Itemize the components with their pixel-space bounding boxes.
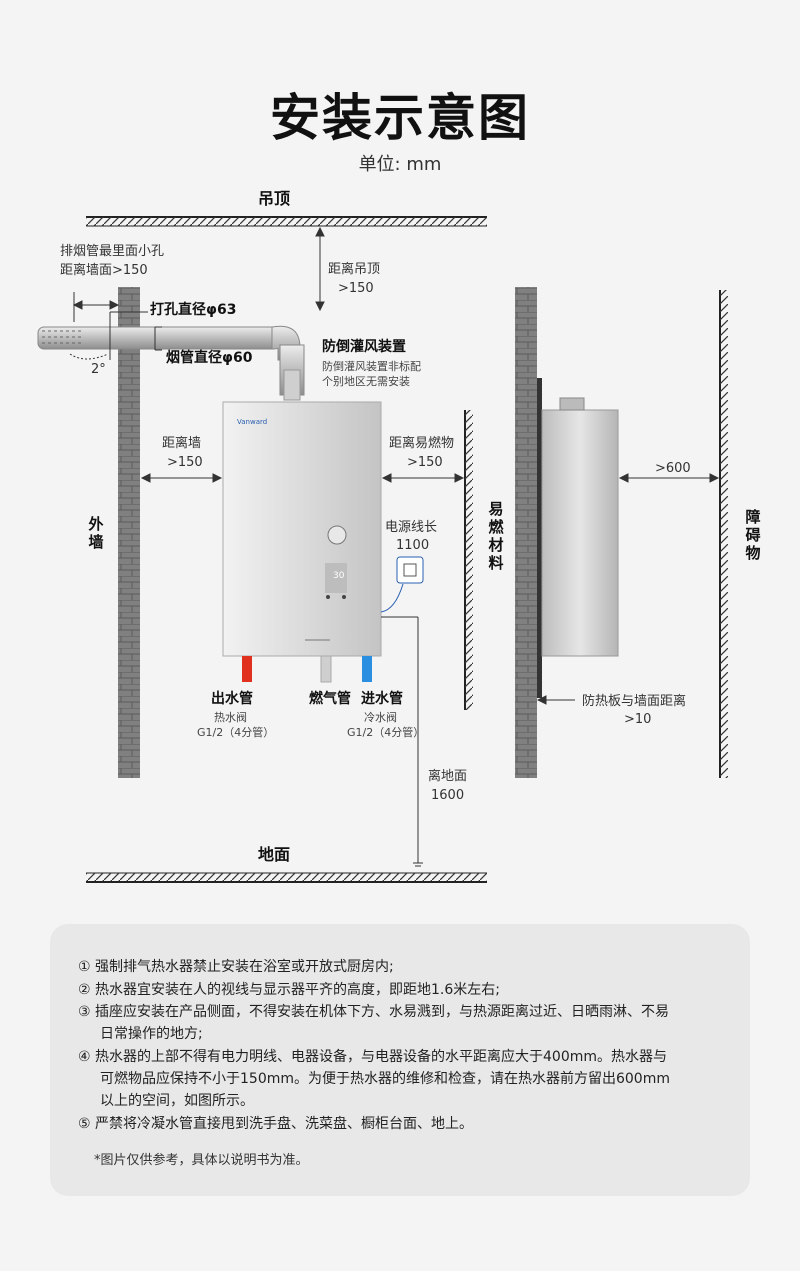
- dimension-lines: [72, 226, 720, 705]
- combustible-wall: [464, 410, 473, 710]
- pipe-diameter-label: 烟管直径φ60: [166, 350, 253, 366]
- obstacle-wall: [719, 290, 728, 778]
- svg-text:Vanward: Vanward: [237, 418, 267, 426]
- angle-arc: [69, 353, 109, 360]
- ceiling-distance-label-1: 距离吊顶: [328, 262, 381, 277]
- floor-label: 地面: [258, 845, 291, 864]
- installation-diagram: Vanward 30: [37, 216, 728, 883]
- gas-pipe-title: 燃气管: [309, 691, 351, 707]
- anti-wind-device-title: 防倒灌风装置: [322, 339, 406, 355]
- floor-distance-label-2: 1600: [431, 788, 465, 803]
- inlet-pipe-valve: 冷水阀: [364, 711, 397, 724]
- outer-wall: [118, 287, 140, 778]
- front-clearance-label: >600: [655, 461, 691, 476]
- wall-distance-label-1: 距离墙: [162, 436, 202, 451]
- obstacle-label: 障碍物: [745, 508, 761, 562]
- heat-shield-label-2: >10: [624, 712, 652, 727]
- water-heater-front: Vanward: [222, 401, 382, 657]
- ceiling-distance-label-2: >150: [338, 281, 374, 296]
- outlet-pipe-size: G1/2（4分管）: [197, 726, 275, 739]
- installation-notes: ① 强制排气热水器禁止安装在浴室或开放式厨房内; ② 热水器宜安装在人的视线与显…: [50, 924, 750, 1196]
- exhaust-pipe: [37, 325, 305, 401]
- flue-hole-label-1: 排烟管最里面小孔: [60, 244, 165, 259]
- inlet-pipe-size: G1/2（4分管）: [347, 726, 425, 739]
- gas-pipe: [320, 655, 332, 683]
- water-heater-side: [537, 378, 619, 698]
- unit-label: 单位: mm: [358, 154, 442, 175]
- anti-wind-device-note-2: 个别地区无需安装: [322, 375, 410, 388]
- note-item: ⑤ 严禁将冷凝水管直接甩到洗手盘、洗菜盘、橱柜台面、地上。: [78, 1116, 474, 1132]
- combustible-distance-label-1: 距离易燃物: [389, 436, 455, 451]
- note-item: ③ 插座应安装在产品侧面，不得安装在机体下方、水易溅到，与热源距离过近、日晒雨淋…: [78, 1004, 670, 1042]
- drill-diameter-label: 打孔直径φ63: [150, 302, 237, 318]
- power-cord-label-2: 1100: [396, 538, 430, 553]
- outlet-pipe-title: 出水管: [211, 691, 253, 707]
- inlet-pipe-title: 进水管: [361, 691, 403, 707]
- floor-distance-line: [381, 616, 423, 867]
- ceiling-label: 吊顶: [258, 189, 291, 208]
- wall-distance-label-2: >150: [167, 455, 203, 470]
- ceiling-line: [86, 216, 487, 227]
- flue-hole-label-2: 距离墙面>150: [60, 263, 148, 278]
- note-item: ④ 热水器的上部不得有电力明线、电器设备，与电器设备的水平距离应大于400mm。…: [78, 1049, 670, 1109]
- page-title: 安装示意图: [270, 89, 530, 147]
- floor-distance-label-1: 离地面: [428, 769, 468, 784]
- outer-wall-label: 外墙: [88, 515, 104, 551]
- display-value: 30: [333, 571, 345, 581]
- combustible-distance-label-2: >150: [407, 455, 443, 470]
- angle-label: 2°: [91, 362, 106, 377]
- combustible-label: 易燃材料: [488, 500, 504, 572]
- side-view-wall: [515, 287, 537, 778]
- cold-water-pipe: [362, 656, 372, 682]
- anti-wind-device-note-1: 防倒灌风装置非标配: [322, 360, 421, 373]
- power-socket: [380, 556, 424, 613]
- heat-shield-label-1: 防热板与墙面距离: [582, 694, 687, 709]
- disclaimer: *图片仅供参考，具体以说明书为准。: [94, 1153, 309, 1168]
- power-cord-label-1: 电源线长: [385, 520, 438, 535]
- note-item: ② 热水器宜安装在人的视线与显示器平齐的高度，即距地1.6米左右;: [78, 982, 500, 998]
- outlet-pipe-valve: 热水阀: [214, 711, 247, 724]
- floor-line: [86, 872, 487, 883]
- note-item: ① 强制排气热水器禁止安装在浴室或开放式厨房内;: [78, 959, 394, 975]
- hot-water-pipe: [242, 656, 252, 682]
